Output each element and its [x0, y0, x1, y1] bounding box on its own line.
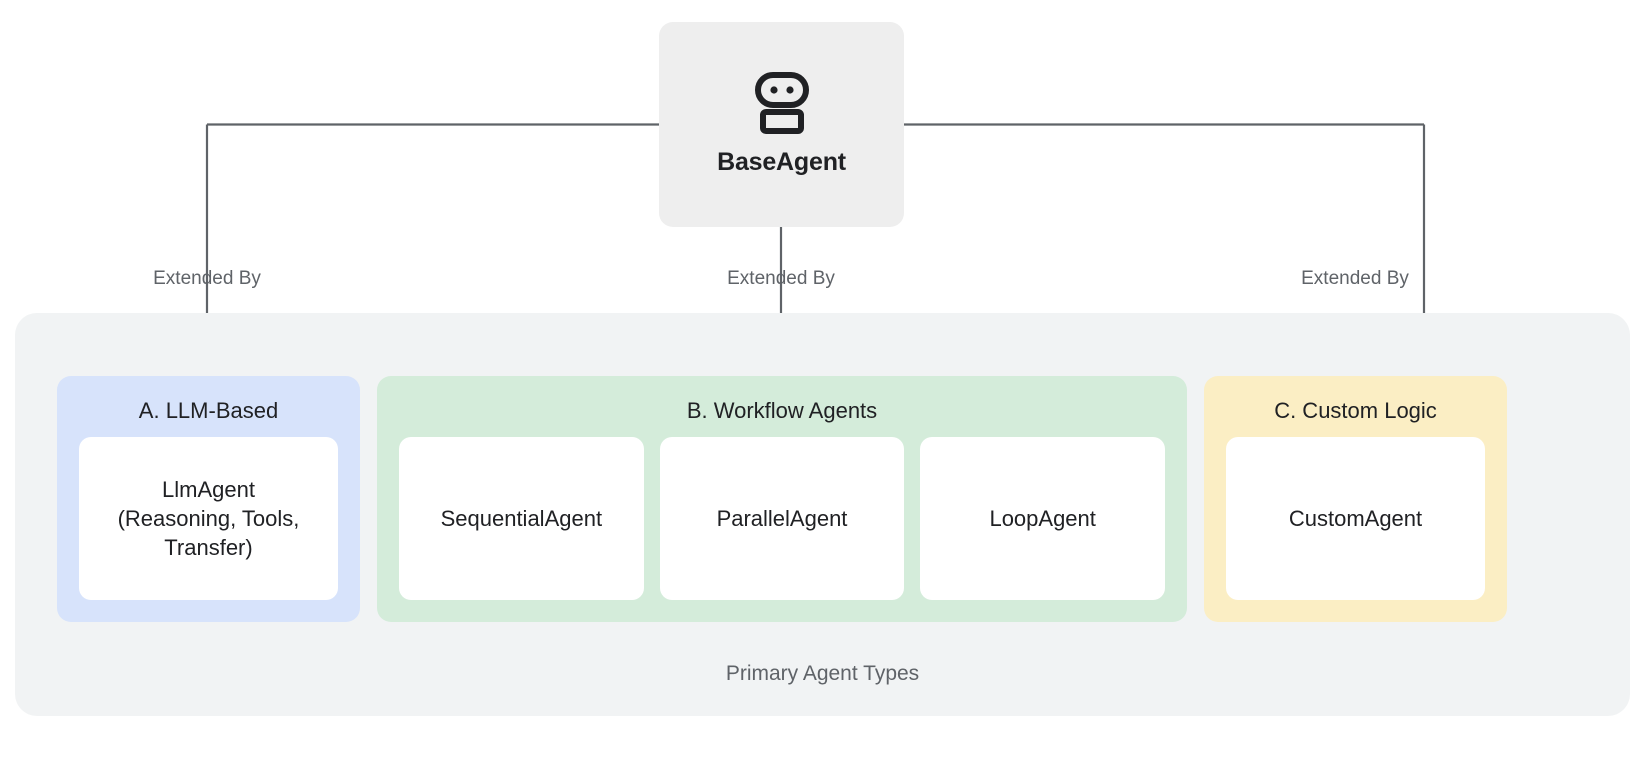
base-agent-node[interactable]: BaseAgent	[659, 22, 904, 227]
agent-card-llm-agent[interactable]: LlmAgent(Reasoning, Tools,Transfer)	[79, 437, 338, 600]
agent-card-custom-agent[interactable]: CustomAgent	[1226, 437, 1485, 600]
category-group-workflow-agents[interactable]: B. Workflow Agents SequentialAgent Paral…	[377, 376, 1187, 622]
category-title-workflow-agents: B. Workflow Agents	[686, 398, 878, 423]
edge-label-extended-by-right: Extended By	[1301, 268, 1409, 289]
agent-card-loop-agent[interactable]: LoopAgent	[920, 437, 1166, 600]
edge-label-extended-by-middle: Extended By	[727, 268, 835, 289]
primary-agent-types-caption: Primary Agent Types	[725, 662, 920, 685]
category-group-llm-based[interactable]: A. LLM-Based LlmAgent(Reasoning, Tools,T…	[57, 376, 360, 622]
category-group-custom-logic[interactable]: C. Custom Logic CustomAgent	[1204, 376, 1507, 622]
agent-card-sequential-agent[interactable]: SequentialAgent	[399, 437, 644, 600]
category-title-custom-logic: C. Custom Logic	[1274, 398, 1437, 423]
edge-label-extended-by-left: Extended By	[153, 268, 261, 289]
agent-card-parallel-agent[interactable]: ParallelAgent	[659, 437, 905, 600]
robot-icon	[754, 72, 809, 134]
agent-card-list-workflow-agents: SequentialAgent ParallelAgent LoopAgent	[399, 437, 1166, 600]
agent-card-list-llm-based: LlmAgent(Reasoning, Tools,Transfer)	[79, 437, 338, 600]
category-title-llm-based: A. LLM-Based	[138, 398, 279, 423]
agent-card-list-custom-logic: CustomAgent	[1226, 437, 1485, 600]
base-agent-label: BaseAgent	[717, 148, 846, 176]
